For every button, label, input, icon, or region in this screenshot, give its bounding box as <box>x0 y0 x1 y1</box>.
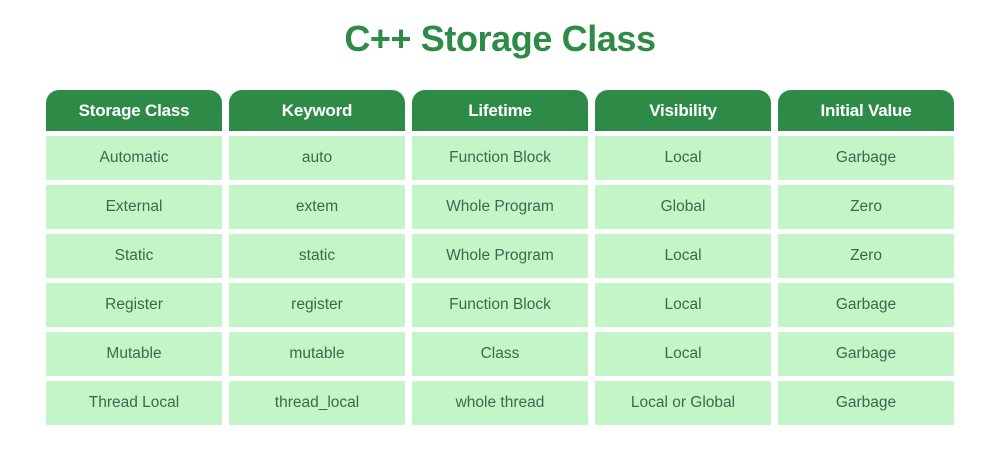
cell-lifetime: Function Block <box>412 136 588 180</box>
cell-storage-class: Mutable <box>46 332 222 376</box>
table-row: Static static Whole Program Local Zero <box>46 234 954 278</box>
cell-keyword: register <box>229 283 405 327</box>
cell-initial-value: Garbage <box>778 136 954 180</box>
cell-initial-value: Garbage <box>778 332 954 376</box>
column-header-storage-class: Storage Class <box>46 90 222 131</box>
cell-keyword: thread_local <box>229 381 405 425</box>
cell-storage-class: Register <box>46 283 222 327</box>
cell-lifetime: Whole Program <box>412 234 588 278</box>
cell-storage-class: Automatic <box>46 136 222 180</box>
column-header-keyword: Keyword <box>229 90 405 131</box>
page-title: C++ Storage Class <box>344 18 656 59</box>
cell-visibility: Global <box>595 185 771 229</box>
cell-keyword: static <box>229 234 405 278</box>
cell-initial-value: Garbage <box>778 283 954 327</box>
cell-visibility: Local <box>595 136 771 180</box>
table-row: Automatic auto Function Block Local Garb… <box>46 136 954 180</box>
cell-initial-value: Zero <box>778 185 954 229</box>
cell-lifetime: Whole Program <box>412 185 588 229</box>
cell-initial-value: Zero <box>778 234 954 278</box>
cell-visibility: Local <box>595 283 771 327</box>
cell-visibility: Local <box>595 234 771 278</box>
cell-lifetime: Class <box>412 332 588 376</box>
cell-storage-class: Thread Local <box>46 381 222 425</box>
cell-visibility: Local or Global <box>595 381 771 425</box>
cell-storage-class: External <box>46 185 222 229</box>
column-header-lifetime: Lifetime <box>412 90 588 131</box>
table-row: Thread Local thread_local whole thread L… <box>46 381 954 425</box>
column-header-visibility: Visibility <box>595 90 771 131</box>
cell-keyword: mutable <box>229 332 405 376</box>
cell-lifetime: Function Block <box>412 283 588 327</box>
cell-visibility: Local <box>595 332 771 376</box>
cell-storage-class: Static <box>46 234 222 278</box>
column-header-initial-value: Initial Value <box>778 90 954 131</box>
cell-keyword: extem <box>229 185 405 229</box>
table-row: Register register Function Block Local G… <box>46 283 954 327</box>
table-row: Mutable mutable Class Local Garbage <box>46 332 954 376</box>
storage-class-table: Storage Class Keyword Lifetime Visibilit… <box>46 90 954 425</box>
cell-keyword: auto <box>229 136 405 180</box>
cell-lifetime: whole thread <box>412 381 588 425</box>
cell-initial-value: Garbage <box>778 381 954 425</box>
table-row: External extem Whole Program Global Zero <box>46 185 954 229</box>
table-header-row: Storage Class Keyword Lifetime Visibilit… <box>46 90 954 131</box>
